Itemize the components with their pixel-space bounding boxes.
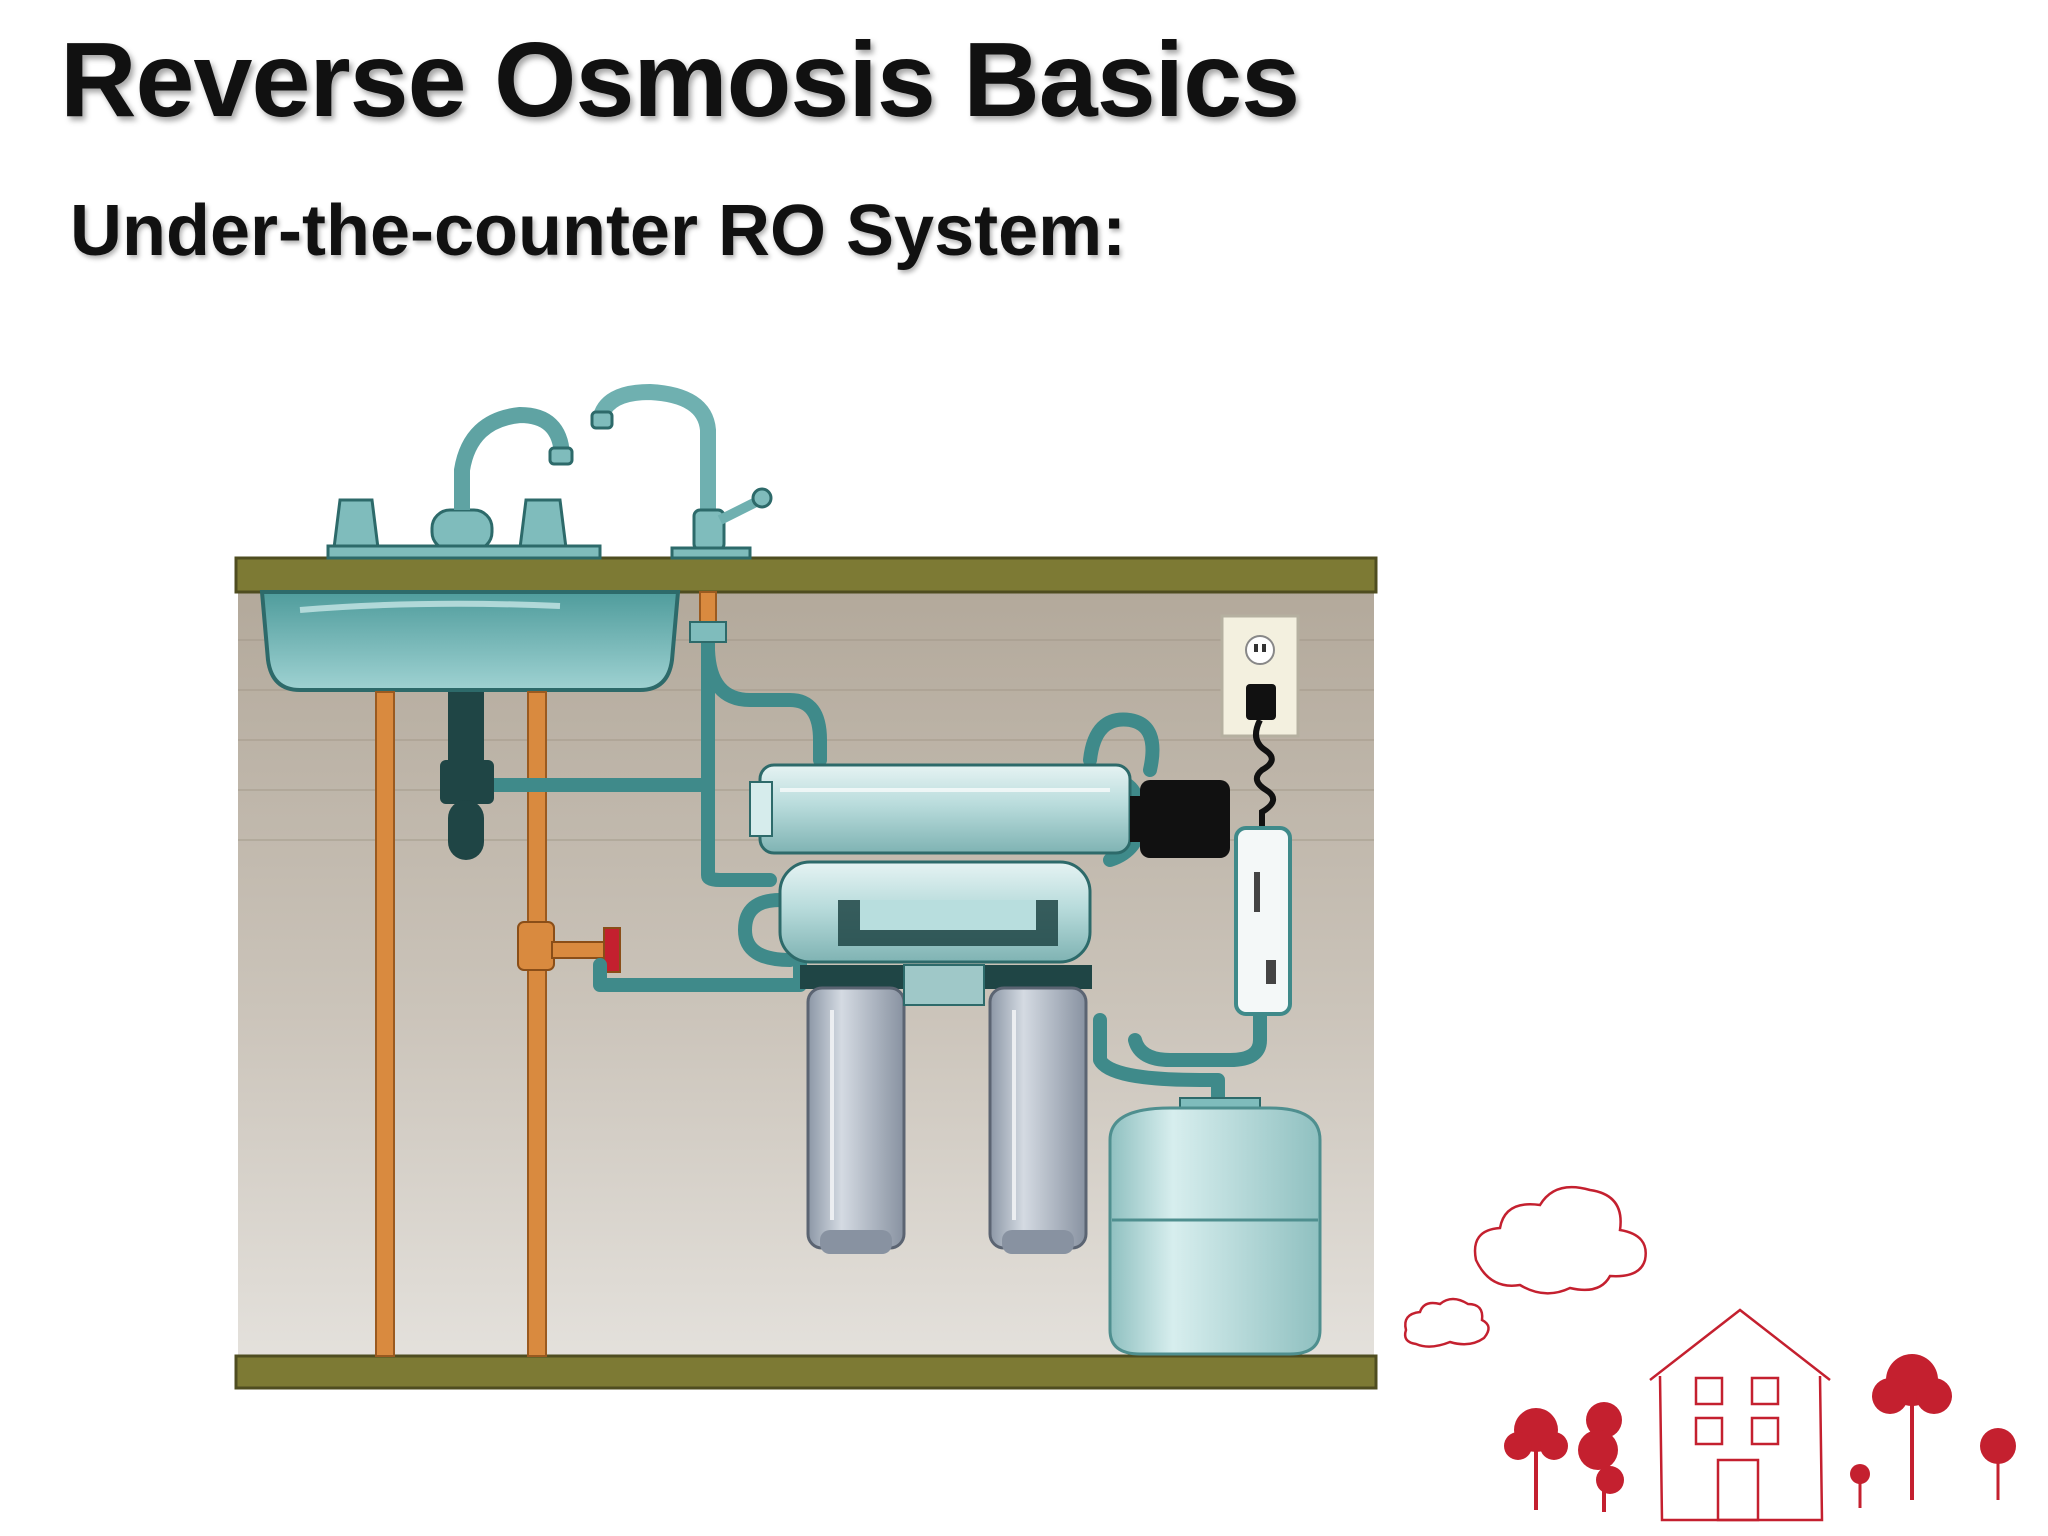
copper-pipes [375, 591, 717, 1357]
power-cord [1253, 718, 1276, 830]
membrane-housing-bottom [778, 860, 1092, 964]
storage-tank [1108, 1097, 1322, 1356]
pre-filter-left [800, 965, 910, 1254]
outlet-icon [1220, 614, 1300, 738]
sink-basin [259, 590, 681, 692]
page-title: Reverse Osmosis Basics [60, 21, 1300, 139]
faucet-icon [326, 406, 602, 560]
controller-unit [1234, 826, 1292, 1016]
ro-faucet-icon [590, 383, 773, 560]
pre-filter-right [982, 965, 1092, 1254]
booster-pump [1130, 780, 1230, 858]
drain-trap [440, 692, 704, 860]
tube-fitting [689, 621, 727, 643]
supply-valve [517, 921, 621, 973]
countertop [234, 556, 1378, 594]
house-icon [1649, 1308, 1831, 1522]
filter-manifold [903, 964, 985, 1006]
tree-icon [1504, 1354, 2016, 1512]
cloud-icon [1403, 1185, 1647, 1348]
page-subtitle: Under-the-counter RO System: [70, 191, 1127, 271]
membrane-housing-top [749, 763, 1132, 855]
cabinet-floor [234, 1354, 1378, 1390]
